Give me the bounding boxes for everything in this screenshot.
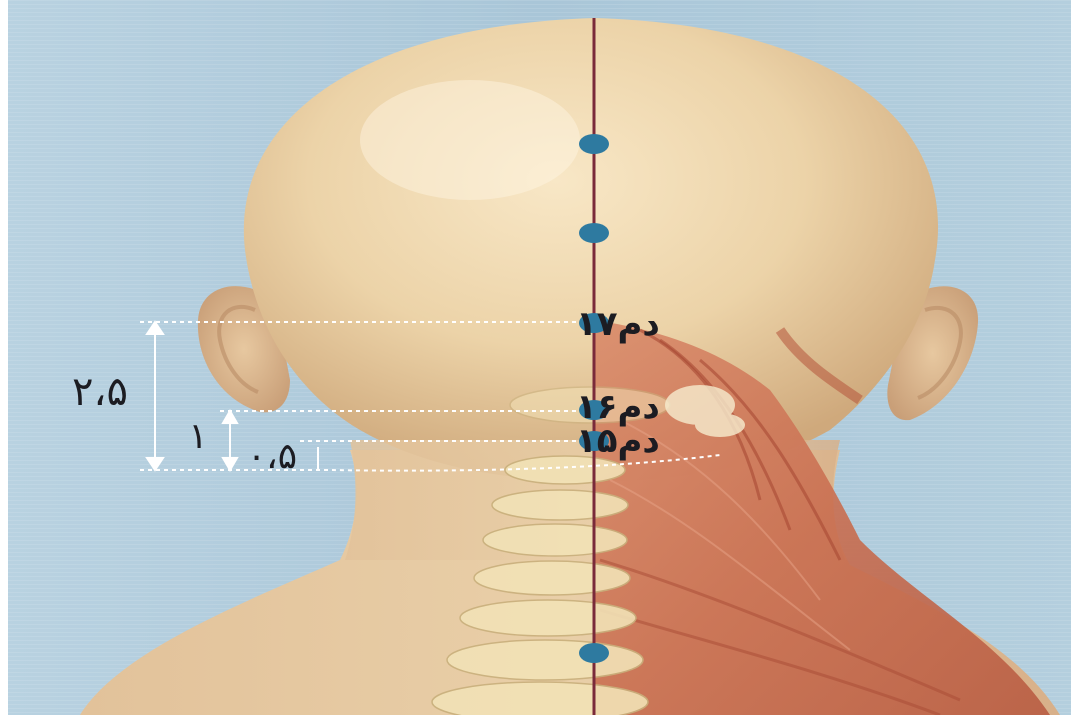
measure-label-inner: ۰،۵ [247,436,297,477]
point-label-dm15: دم۱۵ [576,421,660,461]
measure-label-middle: ۱ [188,416,207,457]
measure-label-outer: ۲،۵ [72,369,128,415]
acupoint-upper [579,223,609,243]
acupoint-top [579,134,609,154]
acupoint-lower [579,643,609,663]
point-label-dm17: دم۱۷ [576,304,660,344]
